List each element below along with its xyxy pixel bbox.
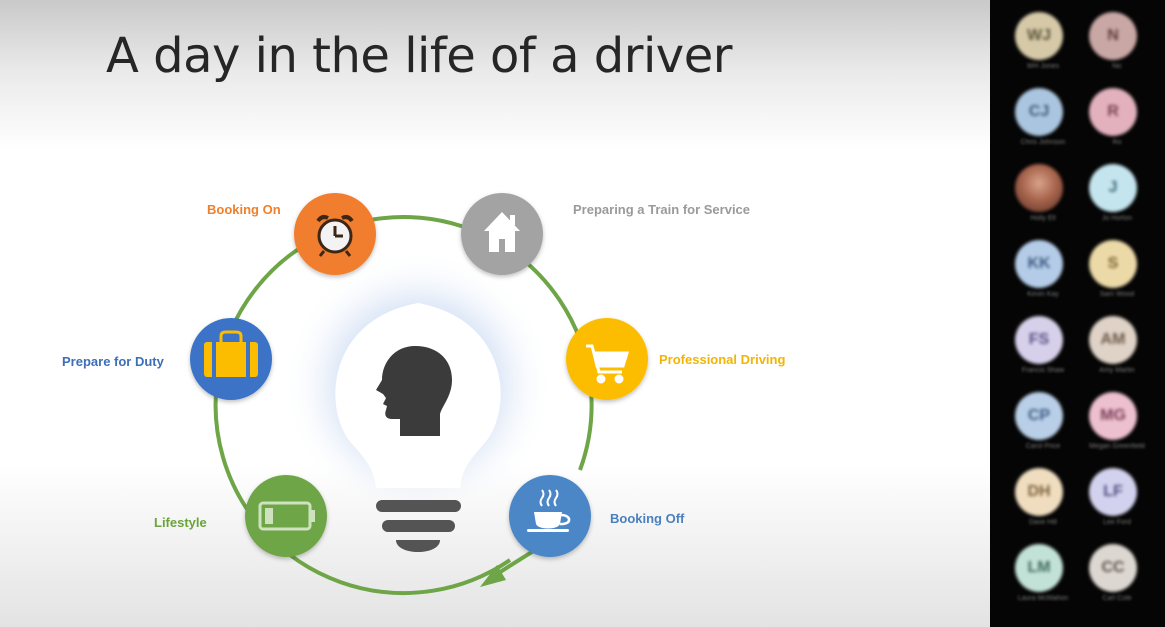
label-lifestyle: Lifestyle <box>154 515 207 530</box>
cycle-arrow-tail <box>495 548 537 576</box>
participant-avatar: N <box>1089 12 1137 60</box>
node-booking-on[interactable] <box>294 193 376 275</box>
presentation-slide: A day in the life of a driver <box>0 0 990 627</box>
participant-name: Francis Shaw <box>1021 367 1065 374</box>
node-professional-driving[interactable] <box>566 318 648 400</box>
battery-icon <box>258 501 315 531</box>
participant-name: WH Jones <box>1026 63 1060 70</box>
participant-name: Chris Johnson <box>1020 139 1066 146</box>
participant-tile[interactable]: J Jo Horton <box>1078 152 1158 224</box>
participant-avatar: WJ <box>1015 12 1063 60</box>
participant-tile[interactable]: LM Laura McMahon <box>1004 532 1084 604</box>
participant-avatar: R <box>1089 88 1137 136</box>
participant-tile[interactable]: R Ro <box>1078 76 1158 148</box>
participant-name: Ro <box>1112 139 1122 146</box>
participant-tile[interactable]: KK Kevin Kay <box>1004 228 1084 300</box>
participant-tile[interactable]: CJ Chris Johnson <box>1004 76 1084 148</box>
participant-tile[interactable]: N Nic <box>1078 0 1158 72</box>
participant-avatar: S <box>1089 240 1137 288</box>
participant-avatar <box>1015 164 1063 212</box>
participant-tile[interactable]: WJ WH Jones <box>1004 0 1084 72</box>
participant-name: Holly Ell <box>1030 215 1056 222</box>
participant-name: Nic <box>1111 63 1123 70</box>
participant-avatar: FS <box>1015 316 1063 364</box>
participant-avatar: J <box>1089 164 1137 212</box>
label-prepare-for-duty: Prepare for Duty <box>62 354 164 369</box>
participant-name: Sam Wood <box>1099 291 1135 298</box>
participant-avatar: DH <box>1015 468 1063 516</box>
participant-name: Laura McMahon <box>1017 595 1069 602</box>
label-professional-driving: Professional Driving <box>659 352 786 367</box>
participant-tile[interactable]: LF Lee Ford <box>1078 456 1158 528</box>
lightbulb-head-icon <box>283 250 553 552</box>
participant-avatar: LM <box>1015 544 1063 592</box>
label-booking-off: Booking Off <box>610 511 685 526</box>
participant-name: Carl Cole <box>1102 595 1132 602</box>
label-preparing-train: Preparing a Train for Service <box>573 202 751 217</box>
participant-avatar: LF <box>1089 468 1137 516</box>
home-icon <box>484 212 520 252</box>
participant-avatar: CC <box>1089 544 1137 592</box>
briefcase-icon <box>204 330 258 377</box>
participant-avatar: KK <box>1015 240 1063 288</box>
label-booking-on: Booking On <box>207 202 281 217</box>
participant-name: Carol Price <box>1025 443 1061 450</box>
participant-name: Megan Greenfield <box>1089 443 1145 450</box>
participant-name: Amy Martin <box>1099 367 1135 374</box>
shopping-cart-icon <box>586 344 630 384</box>
node-booking-off[interactable] <box>509 475 591 557</box>
node-preparing-train[interactable] <box>461 193 543 275</box>
participant-avatar: CJ <box>1015 88 1063 136</box>
participant-name: Dave Hill <box>1028 519 1057 526</box>
participant-name: Jo Horton <box>1101 215 1133 222</box>
participant-tile[interactable]: AM Amy Martin <box>1078 304 1158 376</box>
day-cycle-diagram <box>190 193 648 596</box>
node-lifestyle[interactable] <box>245 475 327 557</box>
participant-tile[interactable]: DH Dave Hill <box>1004 456 1084 528</box>
participant-name: Lee Ford <box>1102 519 1132 526</box>
participant-tile[interactable]: FS Francis Shaw <box>1004 304 1084 376</box>
participant-tile[interactable]: Holly Ell <box>1004 152 1084 224</box>
alarm-clock-icon <box>316 215 354 257</box>
slide-title: A day in the life of a driver <box>106 28 732 84</box>
participant-avatar: CP <box>1015 392 1063 440</box>
participant-tile[interactable]: MG Megan Greenfield <box>1078 380 1158 452</box>
participant-name: Kevin Kay <box>1027 291 1059 298</box>
participant-avatar: MG <box>1089 392 1137 440</box>
participant-tile[interactable]: S Sam Wood <box>1078 228 1158 300</box>
cycle-ring <box>213 215 594 596</box>
coffee-cup-icon <box>527 489 571 532</box>
participant-tile[interactable]: CP Carol Price <box>1004 380 1084 452</box>
participant-avatar: AM <box>1089 316 1137 364</box>
node-prepare-for-duty[interactable] <box>190 318 272 400</box>
participant-tile[interactable]: CC Carl Cole <box>1078 532 1158 604</box>
